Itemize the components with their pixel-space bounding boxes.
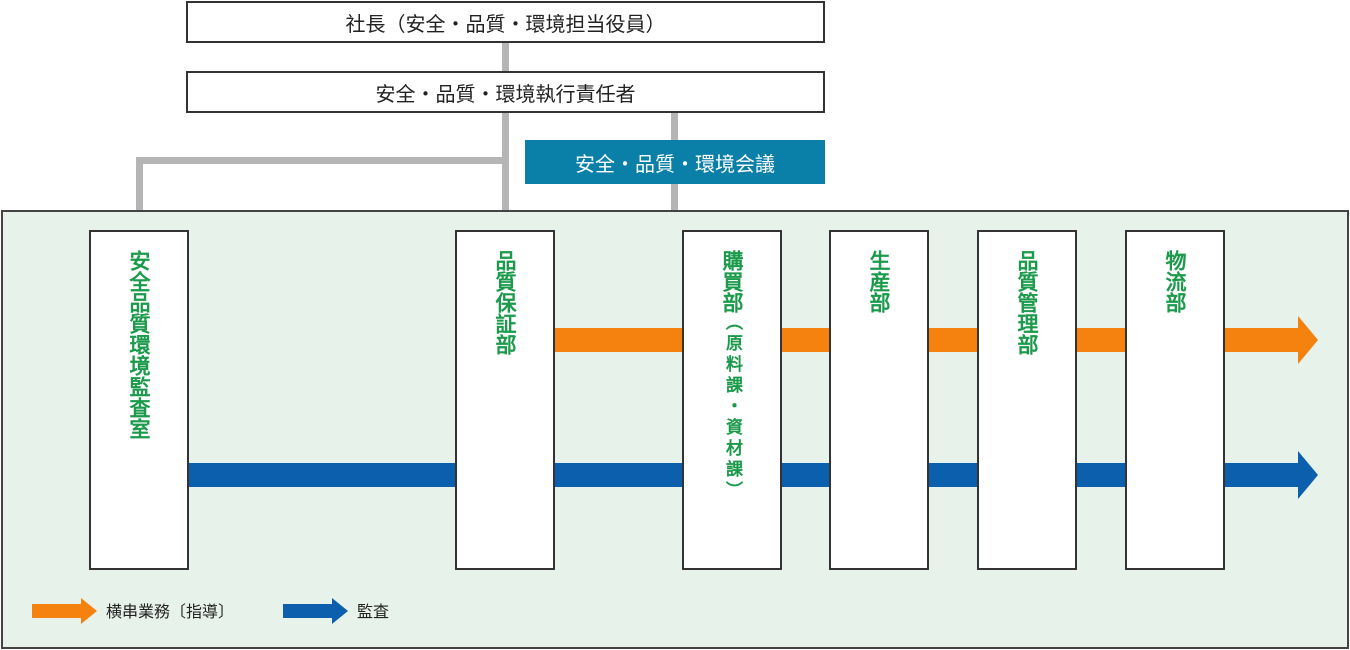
legend-audit-label: 監査 [357,602,390,621]
department-label: 購買部 [720,250,744,313]
department-production: 生産部 [829,230,929,570]
department-label: 品質保証部 [493,250,517,355]
department-sublabel: （原料課・資材課） [722,313,742,502]
department-quality-control: 品質管理部 [977,230,1077,570]
department-label: 物流部 [1163,250,1187,313]
department-quality-assurance: 品質保証部 [455,230,555,570]
audit-arrow-head [1298,451,1318,499]
executive-box: 安全・品質・環境執行責任者 [186,71,825,113]
president-label: 社長（安全・品質・環境担当役員） [345,11,666,36]
meeting-box: 安全・品質・環境会議 [525,140,825,184]
department-label: 生産部 [867,250,891,313]
organization-panel [1,210,1349,649]
department-label: 安全品質環境監査室 [127,250,151,439]
connector-audit-horizontal [136,157,509,164]
executive-label: 安全・品質・環境執行責任者 [375,81,636,106]
legend-guidance-arrowhead [81,598,97,624]
legend-guidance-label: 横串業務〔指導〕 [106,602,235,621]
guidance-arrow-head [1298,316,1318,364]
legend-audit-arrowhead [332,598,348,624]
department-logistics: 物流部 [1125,230,1225,570]
department-audit-office: 安全品質環境監査室 [89,230,189,570]
legend-audit-swatch [283,604,333,618]
connector-audit-down [136,157,143,232]
president-box: 社長（安全・品質・環境担当役員） [186,1,825,43]
connector-executive-down [502,113,509,232]
legend-guidance-swatch [32,604,82,618]
department-purchasing: 購買部 （原料課・資材課） [682,230,782,570]
connector-president-executive [502,43,509,71]
department-label: 品質管理部 [1015,250,1039,355]
meeting-label: 安全・品質・環境会議 [575,151,775,176]
